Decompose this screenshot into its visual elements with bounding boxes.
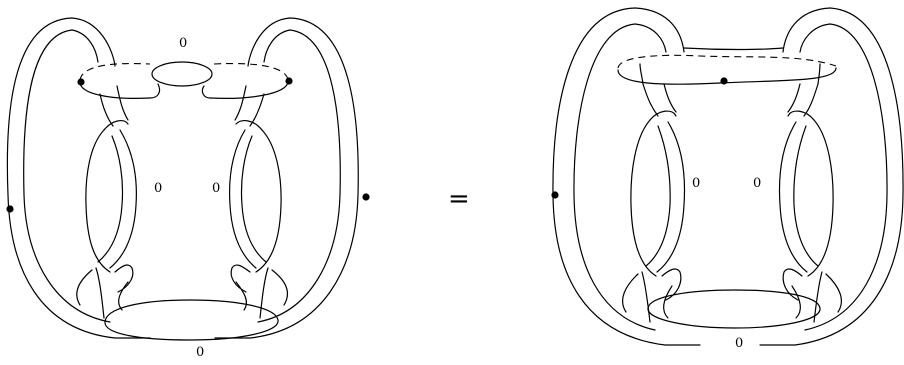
right-diagram: 0 0 0 xyxy=(551,7,904,351)
label-top-unknot: 0 xyxy=(179,36,187,51)
label-left-unknot: 0 xyxy=(154,181,162,196)
left-inner-unknot xyxy=(85,120,134,319)
right-handle-band xyxy=(214,17,359,339)
left-diagram: 0 0 0 0 xyxy=(6,17,370,360)
label-bottom-unknot: 0 xyxy=(196,345,204,360)
right-label-left-unknot: 0 xyxy=(692,176,700,191)
left-side-dot xyxy=(6,205,14,213)
label-right-unknot: 0 xyxy=(212,181,220,196)
left-top-dot xyxy=(77,78,85,86)
right-diagram-right-handle xyxy=(759,7,904,346)
right-diagram-left-inner-unknot xyxy=(630,110,682,323)
left-handle-band xyxy=(6,17,151,339)
right-label-right-unknot: 0 xyxy=(753,176,761,191)
right-diagram-top-band xyxy=(617,47,837,85)
right-inner-unknot xyxy=(230,120,282,319)
right-diagram-right-inner-unknot xyxy=(782,110,834,323)
right-diagram-top-dot xyxy=(720,77,728,85)
right-top-dot xyxy=(285,77,293,85)
right-side-dot xyxy=(362,193,370,201)
right-label-bottom-unknot: 0 xyxy=(735,336,743,351)
right-diagram-left-dot xyxy=(551,191,559,199)
top-chain xyxy=(79,61,289,99)
equals-sign: = xyxy=(448,184,470,214)
right-diagram-bottom-unknot xyxy=(647,289,821,329)
left-bottom-unknot xyxy=(104,299,279,341)
